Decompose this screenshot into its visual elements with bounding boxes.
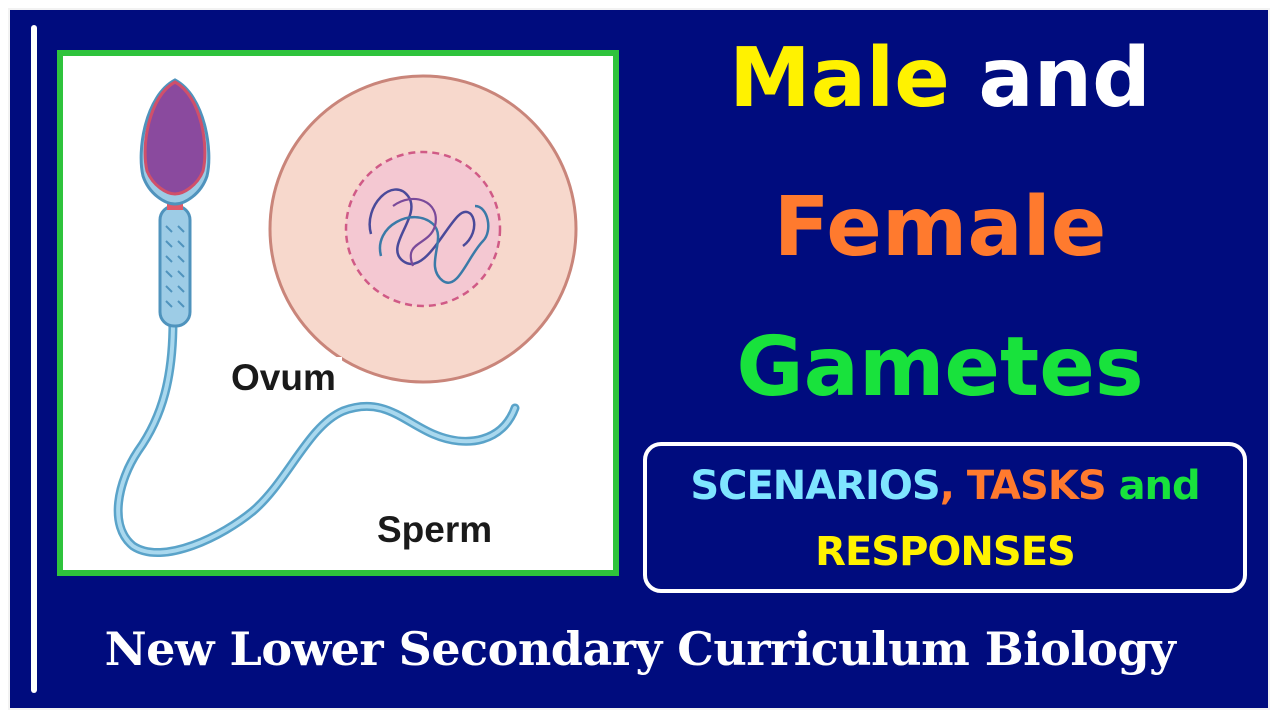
subtitle-scenarios: SCENARIOS [690,463,940,509]
title-line-1: Male and [640,38,1240,120]
subtitle-tasks: TASKS [966,463,1107,509]
ovum-label: Ovum [225,357,342,400]
title-gametes: Gametes [736,320,1144,415]
subtitle-box: SCENARIOS, TASKS and RESPONSES [643,442,1247,593]
title-female: Female [773,180,1107,275]
title-male: Male [729,31,950,126]
gametes-illustration: Ovum Sperm [57,50,619,576]
title-and: and [978,31,1151,126]
subtitle-line-1: SCENARIOS, TASKS and [647,466,1243,506]
footer-caption: New Lower Secondary Curriculum Biology [104,622,1176,676]
ovum-cell [268,74,578,384]
sperm-label: Sperm [377,509,493,550]
subtitle-responses: RESPONSES [815,529,1076,575]
left-divider-line [31,25,37,693]
subtitle-and: and [1118,463,1201,509]
sperm-cell [113,78,520,557]
gametes-diagram [113,74,578,557]
subtitle-comma: , [939,463,955,509]
